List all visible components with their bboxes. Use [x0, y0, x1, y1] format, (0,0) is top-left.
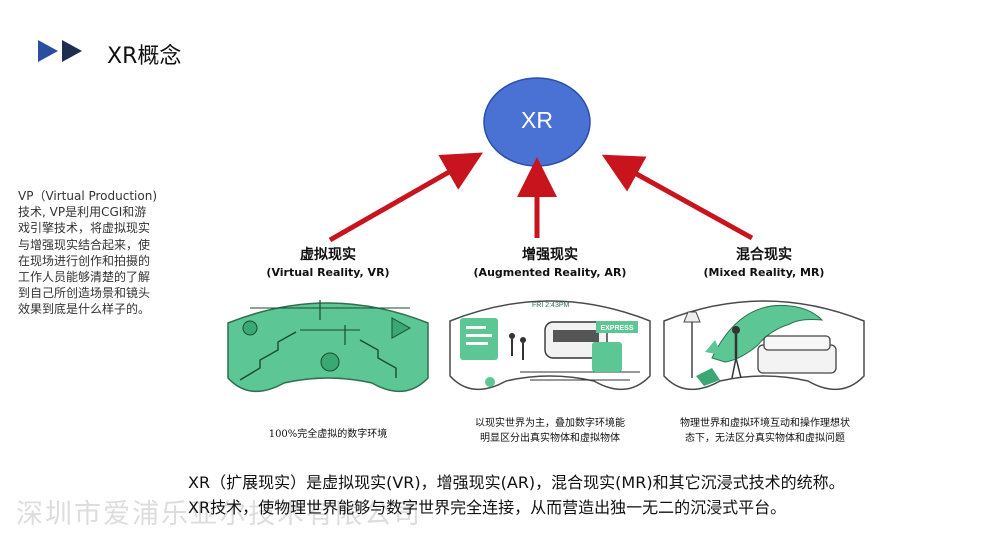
arrow-mr-to-xr — [601, 154, 754, 241]
page-title: XR概念 — [107, 44, 182, 69]
vr-description: 100%完全虚拟的数字环境 — [268, 429, 388, 440]
mr-subtitle: (Mixed Reality, MR) — [703, 266, 825, 279]
summary-line: XR（扩展现实）是虚拟现实(VR)，增强现实(AR)，混合现实(MR)和其它沉浸… — [188, 473, 845, 492]
ar-overlay-time: FRI 2:43PM — [532, 302, 570, 309]
xr-center-label: XR — [521, 107, 553, 133]
summary-text: XR（扩展现实）是虚拟现实(VR)，增强现实(AR)，混合现实(MR)和其它沉浸… — [188, 470, 978, 520]
arrow-vr-to-xr — [328, 152, 484, 243]
vr-subtitle: (Virtual Reality, VR) — [266, 266, 390, 279]
mr-description: 物理世界和虚拟环境互动和操作理想状 态下，无法区分真实物体和虚拟问题 — [680, 418, 850, 444]
vr-illustration — [227, 300, 429, 393]
mr-illustration — [663, 300, 865, 391]
summary-line: XR技术，使物理世界能够与数字世界完全连接，从而营造出独一无二的沉浸式平台。 — [188, 498, 787, 517]
double-play-arrow-icon — [38, 40, 82, 62]
ar-title: 增强现实 — [522, 247, 578, 263]
side-note-text: VP（Virtual Production)技术, VP是利用CGI和游戏引擎技… — [18, 189, 157, 317]
ar-description: 以现实世界为主，叠加数字环境能 明显区分出真实物体和虚拟物体 — [475, 418, 625, 444]
ar-illustration: EXPRESS FRI 2:43PM — [449, 300, 651, 391]
ar-overlay-label: EXPRESS — [600, 325, 633, 332]
mr-title: 混合现实 — [736, 247, 792, 263]
ar-subtitle: (Augmented Reality, AR) — [473, 266, 627, 279]
vr-title: 虚拟现实 — [300, 247, 356, 263]
